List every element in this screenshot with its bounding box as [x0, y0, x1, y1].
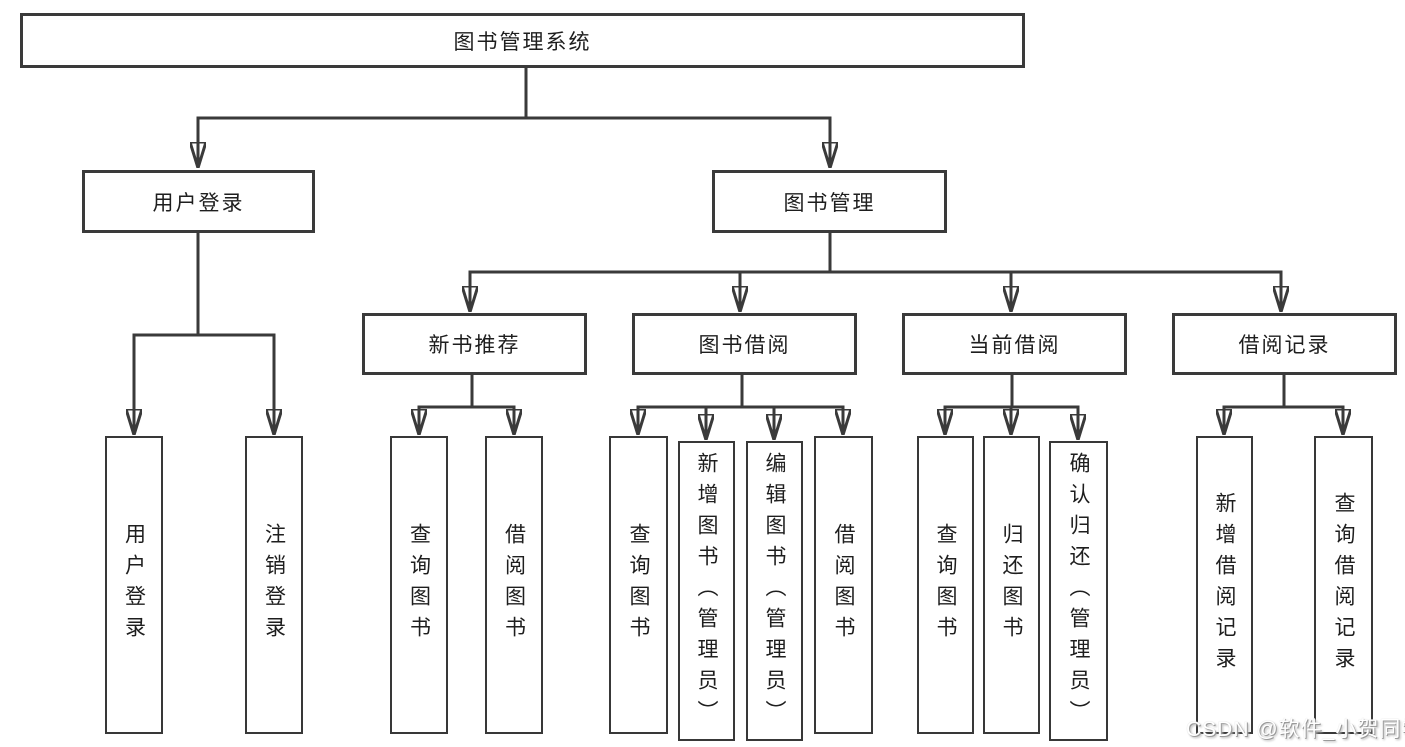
node-book-management-system: 图书管理系统: [20, 13, 1025, 68]
node-label: 图书借阅: [698, 334, 791, 357]
leaf-label: 归还图书: [1000, 523, 1023, 647]
leaf-add-borrow-record: 新增借阅记录: [1196, 436, 1253, 734]
leaf-add-books-admin: 新增图书（管理员）: [678, 441, 735, 741]
node-current-borrow: 当前借阅: [902, 313, 1127, 375]
leaf-label: 确认归还（管理员）: [1067, 451, 1090, 731]
node-new-book-recommend: 新书推荐: [362, 313, 587, 375]
node-label: 当前借阅: [968, 334, 1061, 357]
node-borrow-records: 借阅记录: [1172, 313, 1397, 375]
leaf-borrow-books-1: 借阅图书: [485, 436, 543, 734]
leaf-user-login: 用户登录: [105, 436, 163, 734]
node-book-management: 图书管理: [712, 170, 947, 233]
leaf-label: 注销登录: [262, 523, 286, 647]
csdn-watermark: CSDN @软件_小贺同学: [1186, 718, 1405, 741]
leaf-label: 新增图书（管理员）: [695, 451, 718, 731]
leaf-label: 借阅图书: [502, 523, 526, 647]
leaf-label: 查询借阅记录: [1332, 492, 1355, 678]
leaf-label: 用户登录: [122, 523, 146, 647]
leaf-borrow-books-2: 借阅图书: [814, 436, 873, 734]
node-book-borrow: 图书借阅: [632, 313, 857, 375]
node-label: 用户登录: [152, 191, 245, 215]
leaf-return-books: 归还图书: [983, 436, 1040, 734]
leaf-edit-books-admin: 编辑图书（管理员）: [746, 441, 803, 741]
leaf-query-books-1: 查询图书: [390, 436, 448, 734]
leaf-query-books-2: 查询图书: [609, 436, 668, 734]
leaf-label: 查询图书: [407, 523, 431, 647]
leaf-label: 编辑图书（管理员）: [763, 451, 786, 731]
leaf-logout: 注销登录: [245, 436, 303, 734]
node-user-login: 用户登录: [82, 170, 315, 233]
node-label: 图书管理系统: [453, 30, 592, 54]
leaf-label: 查询图书: [934, 523, 957, 647]
leaf-label: 查询图书: [627, 523, 650, 647]
leaf-confirm-return-admin: 确认归还（管理员）: [1049, 441, 1108, 741]
leaf-query-books-3: 查询图书: [917, 436, 974, 734]
node-label: 图书管理: [783, 191, 876, 215]
node-label: 借阅记录: [1238, 334, 1331, 357]
leaf-query-borrow-record: 查询借阅记录: [1314, 436, 1373, 734]
leaf-label: 新增借阅记录: [1213, 492, 1236, 678]
node-label: 新书推荐: [428, 334, 521, 357]
leaf-label: 借阅图书: [832, 523, 855, 647]
